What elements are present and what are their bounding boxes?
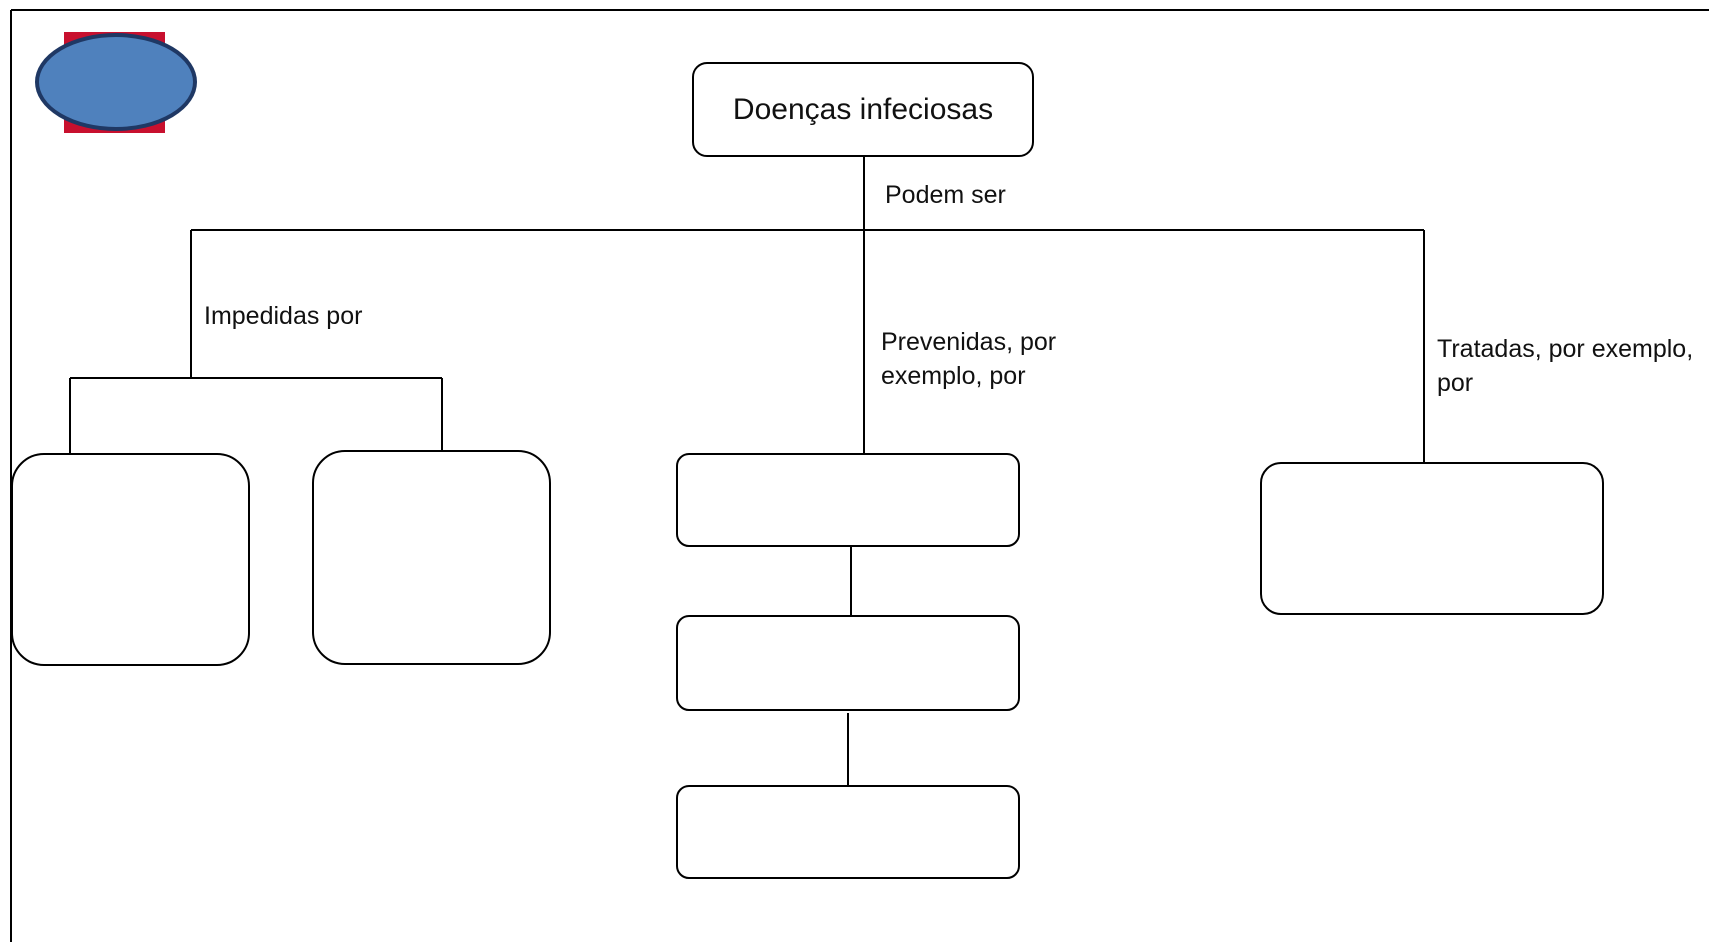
node-prevenidas-1 [676,453,1020,547]
edge-label-prevenidas-line2: exemplo, por [881,362,1026,390]
logo-blue-ellipse [35,33,197,131]
logo [35,32,197,133]
node-impedidas-a [11,453,250,666]
edge-label-tratadas-line1: Tratadas, por exemplo, [1437,335,1694,363]
edge-label-prevenidas-line1: Prevenidas, por [881,328,1057,356]
edge-label-prevenidas: Prevenidas, por exemplo, por [881,325,1056,393]
node-impedidas-b [312,450,551,665]
edge-label-impedidas: Impedidas por [204,302,363,330]
node-prevenidas-3 [676,785,1020,879]
edge-label-tratadas: Tratadas, por exemplo, por [1437,332,1693,400]
root-node-label: Doenças infeciosas [732,92,994,126]
connectors [69,156,1425,786]
edge-label-podem-ser: Podem ser [885,181,1006,209]
node-tratadas [1260,462,1604,615]
edge-label-tratadas-line2: por [1437,369,1474,397]
node-prevenidas-2 [676,615,1020,711]
